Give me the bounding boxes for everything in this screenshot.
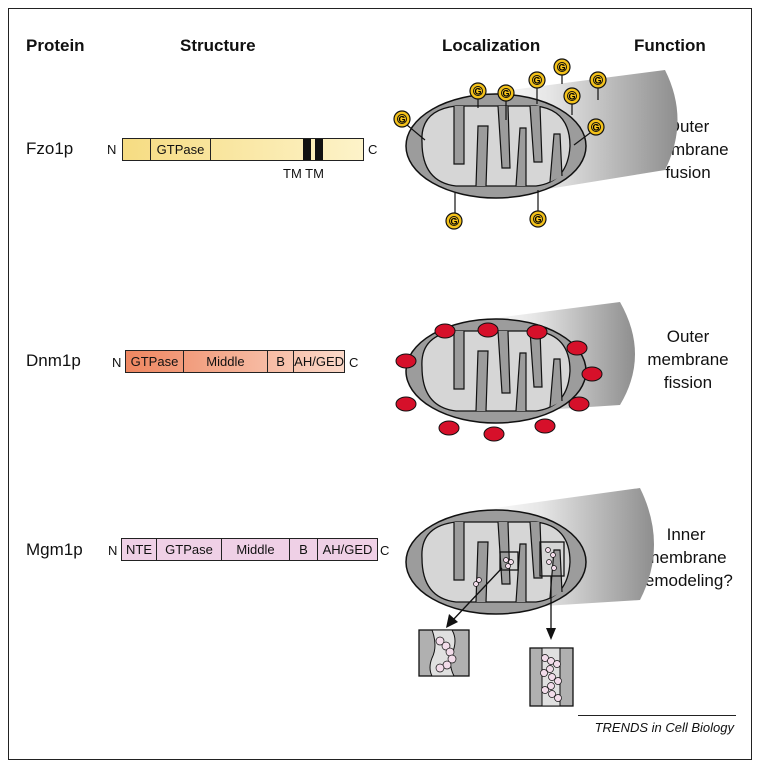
mgm1p-mitochondrion: [405, 509, 587, 615]
protein-name-mgm1p: Mgm1p: [26, 540, 83, 559]
g-marker-5: G: [553, 58, 571, 76]
mgm1p-zoom-panel-right: [529, 647, 574, 707]
mgm1p-zoom-panel-left: [418, 629, 470, 677]
fzo1p-domain-gtpase: GTPase: [151, 139, 211, 160]
function-fzo1p-line-3: fusion: [665, 162, 711, 182]
g-marker-6: G: [563, 87, 581, 105]
mgm1p-domain-gtpase: GTPase: [157, 539, 222, 560]
protein-name-dnm1p: Dnm1p: [26, 351, 81, 370]
function-dnm1p: Outer membrane fission: [628, 326, 748, 395]
fzo1p-segment-nterm: [123, 139, 151, 160]
mgm1p-zoom-box-left: [499, 551, 519, 571]
g-marker-letter: G: [534, 215, 541, 225]
dnm1p-oligomer-spots: [395, 322, 603, 442]
fzo1p-n-terminus: N: [107, 142, 117, 157]
g-marker-letter: G: [474, 87, 481, 97]
mgm1p-domain-nte: NTE: [122, 539, 157, 560]
g-marker-letter: G: [450, 217, 457, 227]
mgm1p-domain-middle: Middle: [222, 539, 290, 560]
dnm1p-domain-middle: Middle: [184, 351, 268, 372]
fzo1p-tm-labels: TM TM: [283, 166, 324, 181]
fzo1p-gtpase-markers: G G G G G G G G G G: [393, 58, 607, 230]
g-marker-7: G: [589, 71, 607, 89]
g-marker-10: G: [529, 210, 547, 228]
g-marker-9: G: [445, 212, 463, 230]
header-protein: Protein: [26, 36, 85, 55]
dnm1p-n-terminus: N: [112, 355, 122, 370]
mgm1p-zoom-box-right: [539, 541, 565, 577]
protein-name-fzo1p: Fzo1p: [26, 139, 74, 158]
mgm1p-n-terminus: N: [108, 543, 118, 558]
function-dnm1p-line-3: fission: [663, 372, 713, 392]
dnm1p-c-terminus: C: [349, 355, 359, 370]
function-dnm1p-line-1: Outer: [666, 327, 710, 346]
g-marker-letter: G: [533, 76, 540, 86]
mgm1p-helix-small: [473, 547, 557, 587]
function-mgm1p-line-1: Inner: [666, 525, 706, 544]
fzo1p-tm-domain-2: [315, 139, 323, 160]
dnm1p-domain-b: B: [268, 351, 295, 372]
fzo1p-mitochondrion: [405, 93, 587, 199]
function-mgm1p: Inner membrane remodeling?: [626, 524, 746, 593]
header-function: Function: [634, 36, 706, 55]
mgm1p-arrowhead-left: [446, 614, 458, 628]
g-marker-8: G: [587, 118, 605, 136]
g-marker-letter: G: [398, 115, 405, 125]
g-marker-1: G: [393, 110, 411, 128]
function-mgm1p-line-2: membrane: [645, 547, 727, 567]
mgm1p-c-terminus: C: [380, 543, 390, 558]
mgm1p-domain-ah-ged: AH/GED: [322, 542, 373, 557]
function-mgm1p-line-3: remodeling?: [639, 570, 733, 590]
figure-credit: TRENDS in Cell Biology: [594, 720, 734, 735]
fzo1p-domain-bar: GTPase: [122, 138, 364, 161]
mgm1p-domain-b: B: [290, 539, 318, 560]
g-marker-3: G: [469, 82, 487, 100]
g-marker-2: G: [497, 84, 515, 102]
figure-frame: [8, 8, 752, 760]
credit-rule: [578, 715, 736, 716]
function-dnm1p-line-2: membrane: [647, 349, 729, 369]
mgm1p-arrow-left: [451, 567, 503, 622]
dnm1p-domain-gtpase: GTPase: [126, 351, 184, 372]
g-marker-letter: G: [558, 63, 565, 73]
mgm1p-arrowhead-right: [546, 628, 556, 640]
g-marker-letter: G: [592, 123, 599, 133]
g-marker-letter: G: [502, 89, 509, 99]
fzo1p-tm-domain-1: [303, 139, 311, 160]
g-marker-letter: G: [594, 76, 601, 86]
header-localization: Localization: [442, 36, 541, 55]
g-marker-4: G: [528, 71, 546, 89]
dnm1p-domain-ah-ged: AH/GED: [294, 354, 344, 369]
header-structure: Structure: [180, 36, 256, 55]
fzo1p-c-terminus: C: [368, 142, 378, 157]
mgm1p-domain-bar: NTE GTPase Middle B AH/GED: [121, 538, 378, 561]
dnm1p-domain-bar: GTPase Middle B AH/GED: [125, 350, 345, 373]
g-marker-letter: G: [568, 92, 575, 102]
